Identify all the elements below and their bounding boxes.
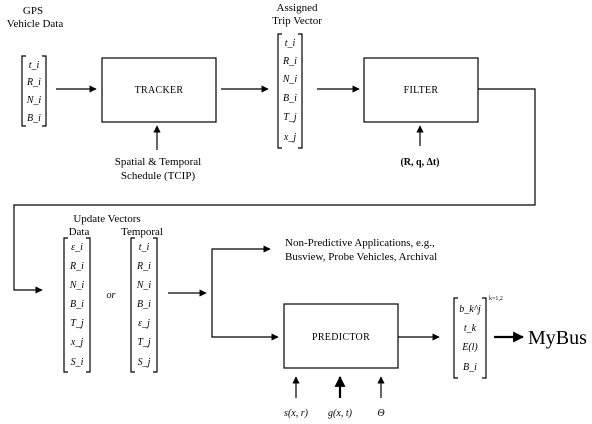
temporal-vector: t_i R_i N_i B_i ε_j T_j S_j <box>130 237 158 373</box>
predictor-box <box>283 303 399 369</box>
update-vectors-title: Update Vectors <box>73 213 140 225</box>
mybus-label: MyBus <box>528 327 587 349</box>
tracker-box <box>101 57 217 123</box>
nonpredictive-label-line1: Non-Predictive Applications, e.g., <box>285 237 435 249</box>
temporal-label: Temporal <box>121 226 163 238</box>
temporal-vec-3: B_i <box>137 299 151 310</box>
output-vec-superscript: k=1,2 <box>489 296 503 302</box>
arrow-to-predictor <box>211 293 279 341</box>
output-vec-3: B_i <box>463 362 477 373</box>
or-label: or <box>107 290 116 301</box>
filter-box <box>363 57 479 123</box>
gps-vec-2: N_i <box>26 95 42 106</box>
schedule-label-line1: Spatial & Temporal <box>115 156 201 168</box>
gps-label-line1: GPS <box>23 5 43 17</box>
output-vec-2: E(l) <box>461 342 478 353</box>
gps-vec-1: R_i <box>26 77 41 88</box>
data-vec-5: x_j <box>70 337 83 348</box>
data-vector: ε_i R_i N_i B_i T_j x_j S_i <box>63 237 91 373</box>
s-func-label: s(x, r) <box>284 408 309 419</box>
nonpredictive-label-line2: Busview, Probe Vehicles, Archival <box>285 251 437 263</box>
output-vec-0: b_k^j <box>459 304 481 315</box>
gps-vec-3: B_i <box>27 113 41 124</box>
temporal-vec-4: ε_j <box>138 318 150 329</box>
trip-vec-4: T_j <box>283 112 297 123</box>
data-vec-2: N_i <box>69 280 85 291</box>
trip-vec-0: t_i <box>285 38 296 49</box>
temporal-vec-5: T_j <box>137 337 151 348</box>
theta-label: Θ <box>377 408 384 419</box>
data-label: Data <box>69 226 90 238</box>
temporal-vec-0: t_i <box>139 242 150 253</box>
trip-vec-2: N_i <box>282 74 298 85</box>
filter-params-label: (R, q, Δt) <box>400 157 439 168</box>
output-vector: b_k^j t_k E(l) B_i k=1,2 <box>453 296 503 379</box>
schedule-label-line2: Schedule (TCIP) <box>121 170 196 182</box>
gps-vector: t_i R_i N_i B_i <box>21 55 47 127</box>
gps-label-line2: Vehicle Data <box>7 18 64 30</box>
arrow-to-nonpredictive <box>211 245 271 293</box>
trip-vector-label-line1: Assigned <box>277 2 318 14</box>
data-vec-1: R_i <box>69 261 84 272</box>
temporal-vec-6: S_j <box>138 357 151 368</box>
trip-vector-label-line2: Trip Vector <box>272 15 322 27</box>
predictor-label: PREDICTOR <box>312 332 370 343</box>
trip-vec-1: R_i <box>282 56 297 67</box>
temporal-vec-1: R_i <box>136 261 151 272</box>
data-vec-4: T_j <box>70 318 84 329</box>
data-vec-6: S_i <box>71 357 84 368</box>
tracker-label: TRACKER <box>135 85 184 96</box>
trip-vec-5: x_j <box>283 132 296 143</box>
gps-vec-0: t_i <box>29 60 40 71</box>
trip-vec-3: B_i <box>283 93 297 104</box>
data-vec-0: ε_i <box>71 242 83 253</box>
arrow-filter-to-update <box>13 88 536 294</box>
filter-label: FILTER <box>404 85 439 96</box>
data-vec-3: B_i <box>70 299 84 310</box>
trip-vector: t_i R_i N_i B_i T_j x_j <box>277 33 303 149</box>
temporal-vec-2: N_i <box>136 280 152 291</box>
g-func-label: g(x, t) <box>328 408 353 419</box>
output-vec-1: t_k <box>464 323 477 334</box>
